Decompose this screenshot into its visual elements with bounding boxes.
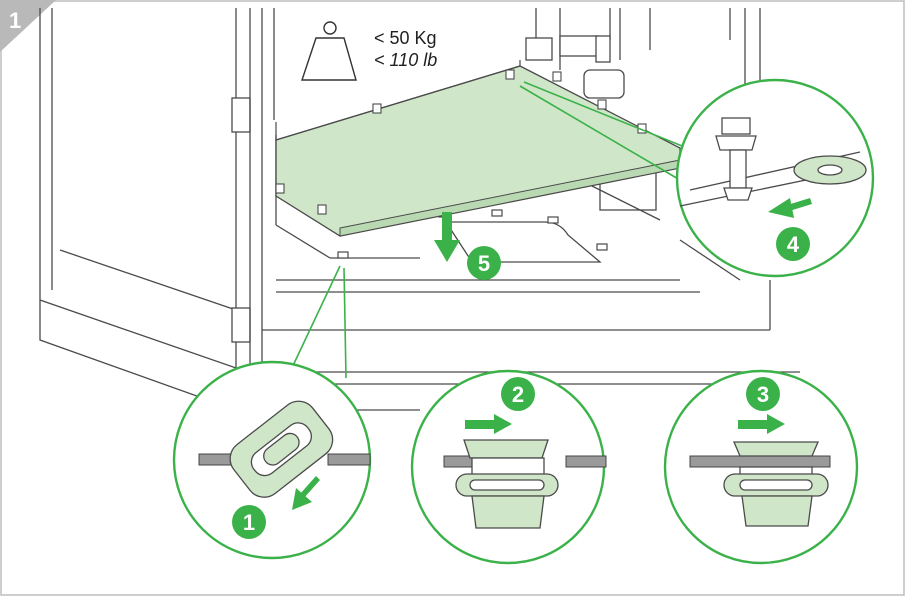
callout-leaders	[289, 81, 693, 379]
step-3-number: 3	[757, 382, 769, 407]
step-1-number: 1	[243, 510, 255, 535]
weight-icon	[301, 21, 357, 81]
step-2-badge	[501, 377, 535, 411]
step-5-badge: 5	[467, 246, 501, 280]
detail-4-arrow	[768, 198, 812, 218]
step-5-number: 5	[478, 251, 490, 276]
callout-detail-2: 2	[410, 369, 607, 565]
detail-1-arrow	[292, 476, 320, 510]
weight-limit-lb: < 110 lb	[374, 50, 437, 70]
lower-arrow	[434, 212, 460, 262]
step-1-badge	[232, 505, 266, 539]
step-4-number: 4	[787, 232, 800, 257]
weight-limit-kg: < 50 Kg	[374, 28, 437, 48]
figure-number: 1	[9, 8, 21, 33]
detail-2-arrow	[465, 414, 512, 434]
callout-detail-1: 1	[172, 360, 372, 560]
figure-number-tab: 1	[0, 0, 56, 52]
mounting-plate	[275, 60, 681, 237]
callout-detail-4: 4	[675, 78, 875, 278]
step-2-number: 2	[512, 382, 524, 407]
callout-detail-3: 3	[663, 369, 859, 565]
detail-3-arrow	[738, 414, 785, 434]
step-4-badge	[776, 227, 810, 261]
step-3-badge	[746, 377, 780, 411]
